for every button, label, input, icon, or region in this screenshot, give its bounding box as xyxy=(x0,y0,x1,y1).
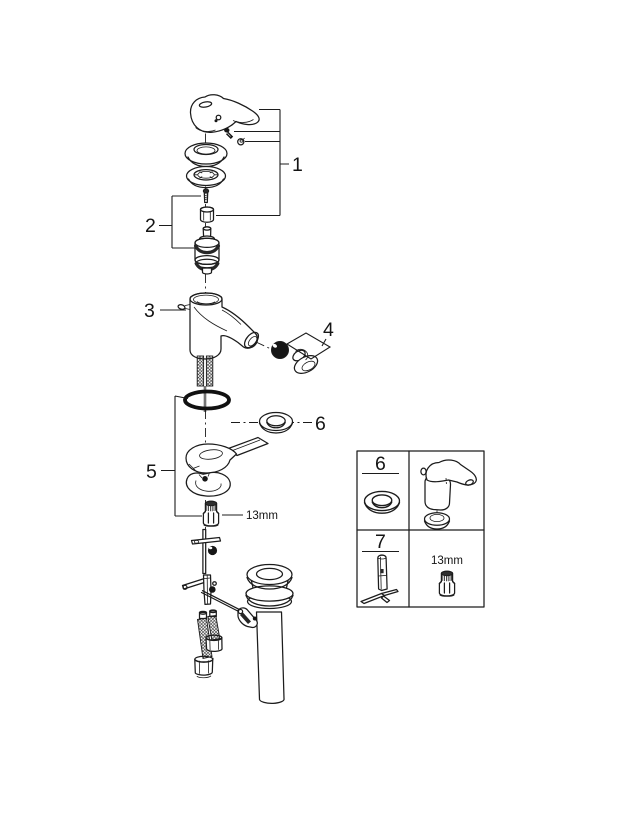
callout-3-label: 3 xyxy=(144,300,155,322)
handle-plug xyxy=(237,137,245,146)
callout-4: 4 xyxy=(285,319,334,360)
mounting-assembly: 13mm xyxy=(183,389,278,528)
mounting-nut-13mm xyxy=(202,500,220,528)
mounting-tool xyxy=(360,554,399,605)
inset-mini-faucet xyxy=(420,459,477,530)
dome-cap-ring xyxy=(184,142,228,165)
callout-6-label: 6 xyxy=(315,413,326,435)
nut-size-annotation: 13mm xyxy=(222,510,278,522)
inset-7-label: 7 xyxy=(375,531,386,553)
cap-nut xyxy=(199,206,215,223)
callout-2: 2 xyxy=(145,195,201,249)
callout-4-label: 4 xyxy=(323,319,334,341)
faucet-body xyxy=(177,292,260,412)
fixing-screw xyxy=(202,188,210,204)
nut-size-label: 13mm xyxy=(246,510,278,522)
callout-1-label: 1 xyxy=(292,154,303,176)
inset-nut-13mm xyxy=(438,570,456,598)
flange xyxy=(246,563,293,586)
horseshoe-washer xyxy=(185,471,231,497)
lever-handle-assembly xyxy=(189,94,260,146)
inset-nut-size-label: 13mm xyxy=(431,555,463,567)
callout-5-label: 5 xyxy=(146,461,157,483)
lever-linkage xyxy=(181,574,250,617)
cap-rings xyxy=(184,142,228,189)
body-side-pin xyxy=(177,304,191,310)
inset-cell-7: 7 xyxy=(360,531,399,605)
handle-screw xyxy=(224,127,234,139)
callout-5: 5 xyxy=(146,395,202,517)
inset-cell-6: 6 xyxy=(362,453,401,514)
tailpipe xyxy=(255,611,285,704)
inset-6-label: 6 xyxy=(375,453,386,475)
inset-cell-13mm: 13mm xyxy=(431,555,463,598)
hose-short xyxy=(205,609,223,652)
clamp xyxy=(237,607,258,629)
popup-waste xyxy=(237,563,294,704)
cartridge-assembly xyxy=(194,188,220,275)
callout-3: 3 xyxy=(144,300,186,322)
mounting-wedge xyxy=(185,436,269,474)
supply-hoses xyxy=(194,609,223,679)
inset-box: 6 7 xyxy=(356,450,485,608)
callout-2-label: 2 xyxy=(145,215,156,237)
cartridge xyxy=(194,226,220,275)
washer-part6: 6 xyxy=(258,411,326,435)
popup-rod xyxy=(190,528,222,575)
o-ring xyxy=(183,389,231,411)
inset-washer xyxy=(363,490,401,514)
callout-1: 1 xyxy=(216,108,303,217)
